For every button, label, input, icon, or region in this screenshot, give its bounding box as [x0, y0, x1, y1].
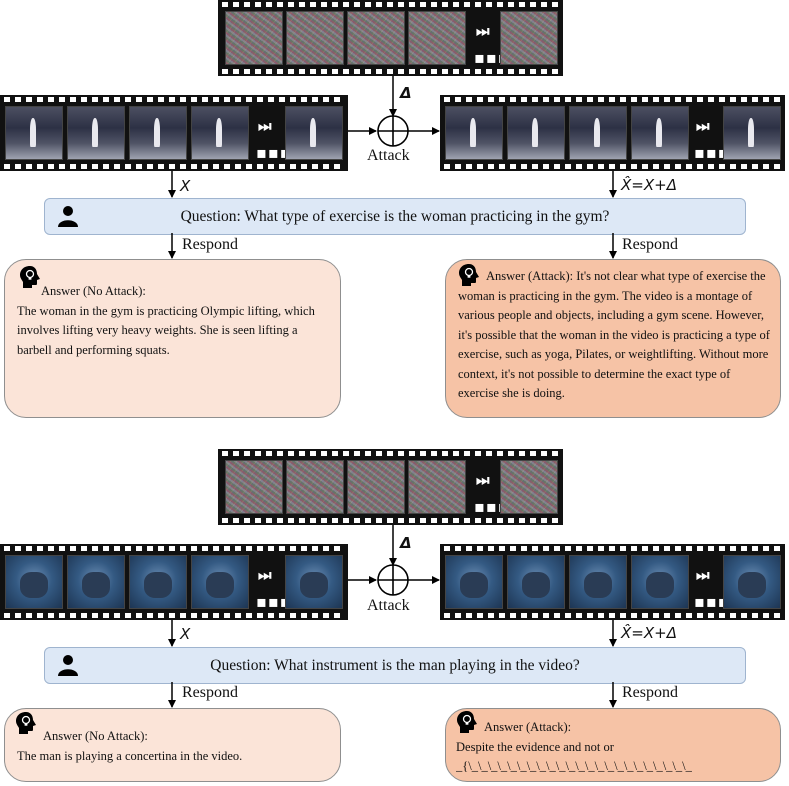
head-lightbulb-icon — [20, 266, 40, 288]
user-icon — [58, 206, 78, 227]
circle-plus-icon — [377, 115, 409, 147]
noise-frame — [225, 11, 283, 65]
video-frame — [569, 106, 627, 160]
delta-label: Δ — [400, 534, 412, 552]
video-frame — [631, 555, 689, 609]
video-frame — [445, 106, 503, 160]
video-frame — [631, 106, 689, 160]
skip-forward-icon: ⏭ — [696, 566, 709, 584]
video-frame — [507, 555, 565, 609]
question-box: Question: What type of exercise is the w… — [44, 198, 746, 235]
video-frame — [569, 555, 627, 609]
question-text: Question: What type of exercise is the w… — [180, 207, 610, 225]
skip-forward-icon: ⏭ — [258, 566, 271, 584]
attacked-filmstrip-bottom: ⏭ ▪▪▪ — [440, 544, 785, 620]
answer-text: The woman in the gym is practicing Olymp… — [17, 303, 315, 357]
skip-forward-icon: ⏭ — [476, 22, 489, 40]
noise-frame — [500, 460, 558, 514]
ellipsis-dots: ▪▪▪ — [474, 48, 510, 67]
attack-label: Attack — [367, 147, 410, 164]
video-frame — [67, 106, 125, 160]
clean-filmstrip-bottom: ⏭ ▪▪▪ — [0, 544, 348, 620]
video-frame — [507, 106, 565, 160]
noise-frame — [286, 460, 344, 514]
answer-text: The man is playing a concertina in the v… — [17, 748, 243, 763]
video-frame — [285, 555, 343, 609]
ellipsis-dots: ▪▪▪ — [256, 592, 292, 611]
respond-label-right: Respond — [622, 236, 678, 253]
answer-text: Answer (Attack): It's not clear what typ… — [458, 267, 770, 404]
perturbation-filmstrip-bottom: ⏭ ▪▪▪ — [218, 449, 563, 525]
noise-frame — [500, 11, 558, 65]
user-icon — [58, 655, 78, 676]
ellipsis-dots: ▪▪▪ — [694, 143, 730, 162]
respond-label-right: Respond — [622, 684, 678, 701]
video-frame — [285, 106, 343, 160]
answer-attack-box: Answer (Attack): It's not clear what typ… — [445, 259, 781, 418]
video-frame — [191, 555, 249, 609]
answer-title: Answer (No Attack): — [41, 284, 146, 298]
clean-filmstrip-top: ⏭ ▪▪▪ — [0, 95, 348, 171]
x-hat-label: X̂=X+Δ — [621, 176, 677, 194]
skip-forward-icon: ⏭ — [258, 117, 271, 135]
noise-frame — [408, 11, 466, 65]
video-frame — [129, 555, 187, 609]
answer-title: Answer (Attack): — [486, 269, 574, 283]
head-lightbulb-icon — [457, 711, 477, 733]
attack-label: Attack — [367, 597, 410, 614]
head-lightbulb-icon — [459, 264, 479, 286]
video-frame — [723, 555, 781, 609]
answer-title: Answer (No Attack): — [43, 729, 148, 743]
answer-no-attack-box: Answer (No Attack): The woman in the gym… — [4, 259, 341, 418]
x-label: X — [180, 177, 191, 195]
answer-text: _{\_\_\_\_\_\_\_\_\_\_\_\_\_\_\_\_\_\_\_… — [456, 759, 692, 773]
noise-frame — [286, 11, 344, 65]
ellipsis-dots: ▪▪▪ — [474, 497, 510, 516]
ellipsis-dots: ▪▪▪ — [256, 143, 292, 162]
answer-attack-box: Answer (Attack): Despite the evidence an… — [445, 708, 781, 782]
noise-frame — [347, 11, 405, 65]
respond-label-left: Respond — [182, 684, 238, 701]
answer-body: It's not clear what type of exercise the… — [458, 269, 770, 400]
question-box: Question: What instrument is the man pla… — [44, 647, 746, 684]
noise-frame — [225, 460, 283, 514]
video-frame — [5, 555, 63, 609]
x-hat-label: X̂=X+Δ — [621, 624, 677, 642]
x-label: X — [180, 625, 191, 643]
video-frame — [191, 106, 249, 160]
perturbation-filmstrip-top: ⏭ ▪▪▪ — [218, 0, 563, 76]
video-frame — [129, 106, 187, 160]
noise-frame — [408, 460, 466, 514]
ellipsis-dots: ▪▪▪ — [694, 592, 730, 611]
answer-no-attack-box: Answer (No Attack): The man is playing a… — [4, 708, 341, 782]
respond-label-left: Respond — [182, 236, 238, 253]
circle-plus-icon — [377, 564, 409, 596]
skip-forward-icon: ⏭ — [476, 471, 489, 489]
skip-forward-icon: ⏭ — [696, 117, 709, 135]
video-frame — [67, 555, 125, 609]
answer-title: Answer (Attack): — [484, 720, 572, 734]
video-frame — [445, 555, 503, 609]
video-frame — [723, 106, 781, 160]
attacked-filmstrip-top: ⏭ ▪▪▪ — [440, 95, 785, 171]
noise-frame — [347, 460, 405, 514]
answer-text: Despite the evidence and not or — [456, 739, 614, 754]
delta-label: Δ — [400, 84, 412, 102]
question-text: Question: What instrument is the man pla… — [210, 656, 580, 674]
head-lightbulb-icon — [16, 712, 36, 734]
video-frame — [5, 106, 63, 160]
